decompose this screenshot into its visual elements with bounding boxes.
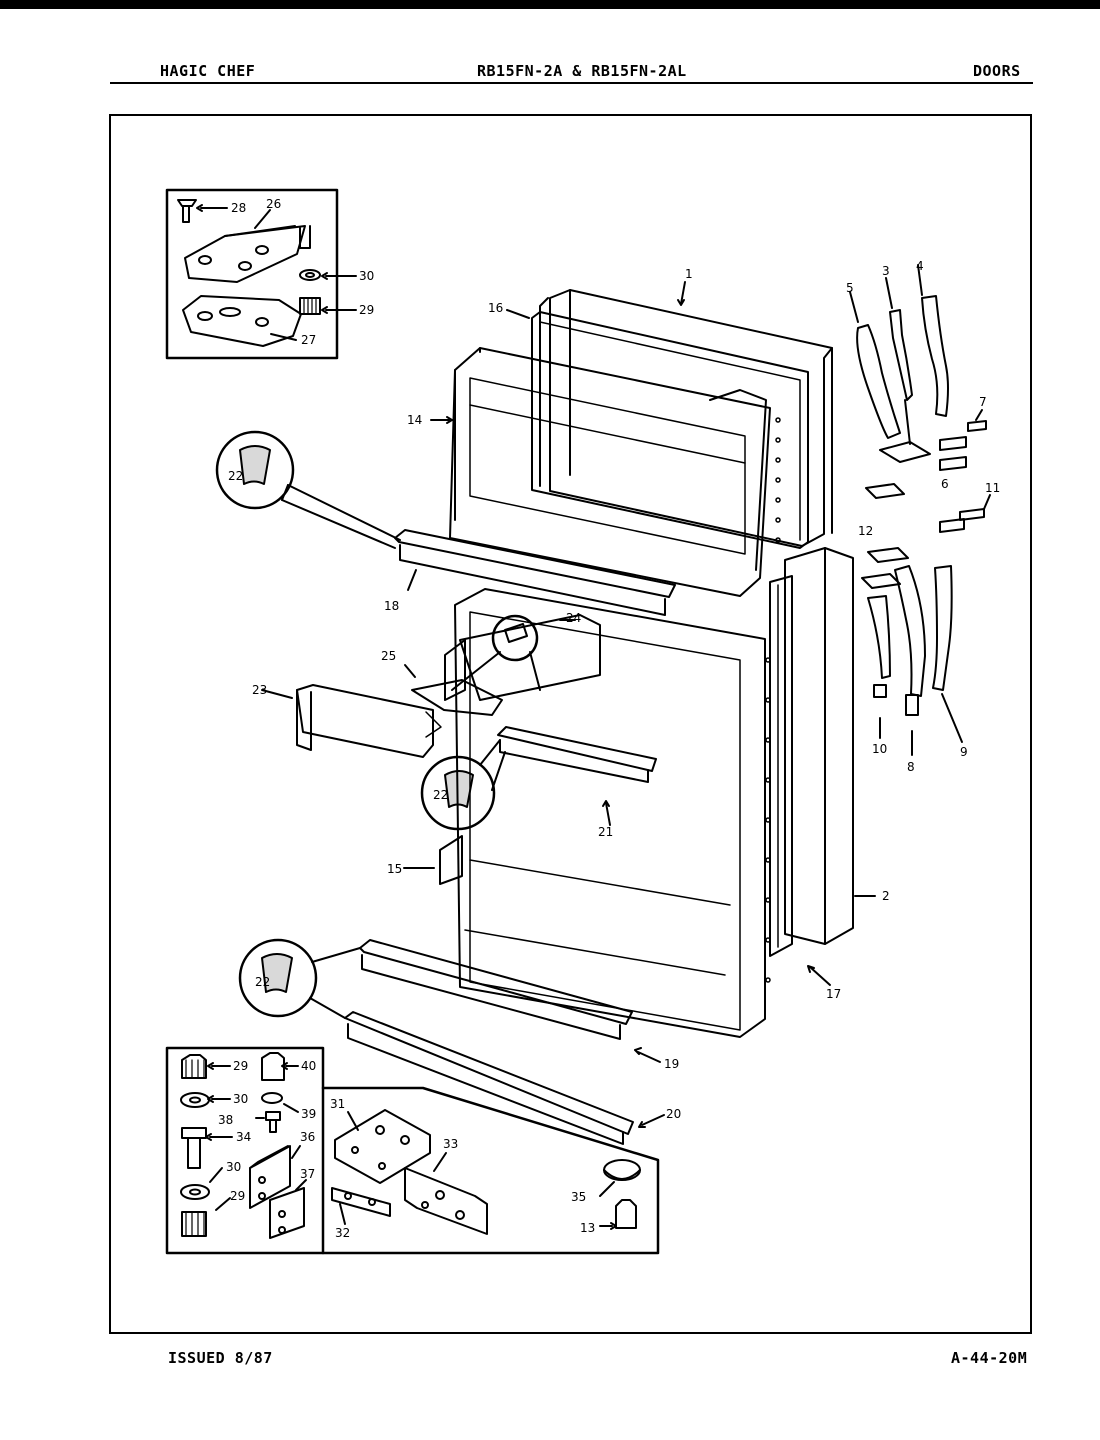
callout-4: 4 xyxy=(916,259,924,273)
callout-8: 8 xyxy=(907,760,915,774)
screw-shank xyxy=(182,205,190,223)
handle-parts xyxy=(849,264,991,756)
callout-9: 9 xyxy=(960,745,968,759)
callout-30-lower-top: 30 xyxy=(233,1092,248,1106)
callout-39: 39 xyxy=(301,1107,316,1121)
callout-32: 32 xyxy=(335,1226,350,1240)
model-numbers: RB15FN-2A & RB15FN-2AL xyxy=(477,62,687,80)
callout-29-lower-top: 29 xyxy=(233,1059,248,1073)
callout-22-middle: 22 xyxy=(433,788,448,802)
bracket-plate xyxy=(879,441,931,463)
callout-27: 27 xyxy=(301,333,316,347)
callout-30-lower-bottom: 30 xyxy=(226,1160,241,1174)
freezer-gasket xyxy=(531,311,809,549)
callout-19: 19 xyxy=(664,1057,679,1071)
hinge-plate xyxy=(184,225,306,283)
callout-24: 24 xyxy=(566,611,581,625)
bushing-part xyxy=(299,297,321,315)
callout-15: 15 xyxy=(387,862,402,876)
callout-14: 14 xyxy=(407,413,422,427)
callout-18: 18 xyxy=(384,599,399,613)
freezer-outer-door xyxy=(549,289,833,547)
trim-11 xyxy=(959,508,985,521)
handle-4 xyxy=(921,295,949,417)
page-code: A-44-20M xyxy=(951,1349,1028,1367)
trim-7 xyxy=(967,420,987,432)
trim-6a xyxy=(939,436,967,451)
detail-circle-22-middle xyxy=(420,739,506,831)
callout-26: 26 xyxy=(266,197,281,211)
callout-40: 40 xyxy=(301,1059,316,1073)
dairy-door xyxy=(411,679,503,716)
washer-part xyxy=(299,269,321,281)
screw-part xyxy=(177,199,197,207)
diagram-frame xyxy=(109,114,1032,1334)
trim-6b xyxy=(939,456,967,471)
handle-10 xyxy=(867,595,891,679)
callout-2: 2 xyxy=(882,889,890,903)
fresh-food-door xyxy=(403,547,876,1038)
callout-38: 38 xyxy=(218,1113,233,1127)
upper-hinge-inset xyxy=(165,188,357,360)
callout-22-lower: 22 xyxy=(255,975,270,989)
handle-bracket-8 xyxy=(894,565,926,697)
fresh-food-gasket xyxy=(769,575,793,957)
callout-25: 25 xyxy=(381,649,396,663)
callout-22-upper: 22 xyxy=(228,469,243,483)
brand-name: HAGIC CHEF xyxy=(160,62,256,80)
callout-33: 33 xyxy=(443,1137,458,1151)
callout-34: 34 xyxy=(236,1130,251,1144)
callout-1: 1 xyxy=(685,267,693,281)
callout-20: 20 xyxy=(666,1107,681,1121)
hinge-shim xyxy=(182,295,302,347)
door-shelf-bar xyxy=(497,726,657,772)
callout-29-lower-bottom: 29 xyxy=(230,1189,245,1203)
handle-bracket-3 xyxy=(889,309,913,401)
callout-29-upper: 29 xyxy=(359,303,374,317)
lower-shelf-bar-19 xyxy=(359,939,633,1025)
freezer-door-liner xyxy=(449,347,771,597)
callout-13: 13 xyxy=(580,1221,595,1235)
detail-circle-22-upper xyxy=(215,430,401,549)
callout-21: 21 xyxy=(598,825,613,839)
lower-hinge-inset xyxy=(165,1046,660,1255)
top-border-bar xyxy=(0,0,1100,9)
fresh-food-outer-door xyxy=(784,547,854,945)
callout-28: 28 xyxy=(231,201,246,215)
callout-6: 6 xyxy=(941,477,949,491)
callout-30-upper: 30 xyxy=(359,269,374,283)
callout-3: 3 xyxy=(882,264,890,278)
callout-labels: 1 2 3 4 5 6 7 8 9 10 11 12 13 14 15 16 1… xyxy=(218,197,1000,1240)
detail-circle-22-lower xyxy=(238,938,361,1019)
callout-7: 7 xyxy=(979,395,987,409)
fresh-food-door-liner xyxy=(454,588,766,1038)
door-bucket xyxy=(296,684,434,758)
callout-35: 35 xyxy=(571,1190,586,1204)
callout-5: 5 xyxy=(846,281,854,295)
section-title: DOORS xyxy=(973,62,1021,80)
callout-12: 12 xyxy=(858,524,873,538)
freezer-door xyxy=(394,281,833,616)
handle-9 xyxy=(932,565,953,691)
detail-circle-24 xyxy=(451,614,576,691)
issued-date: ISSUED 8/87 xyxy=(168,1349,273,1367)
hinge-pin-plate-12b xyxy=(861,573,901,589)
callout-11: 11 xyxy=(985,481,1000,495)
handle-5 xyxy=(856,324,901,439)
freezer-shelf-bar xyxy=(394,529,676,598)
callout-16: 16 xyxy=(488,301,503,315)
header-rule xyxy=(110,82,1033,84)
callout-23: 23 xyxy=(252,683,267,697)
callout-31: 31 xyxy=(330,1097,345,1111)
hinge-pin-plate-12a xyxy=(865,483,905,499)
callout-36: 36 xyxy=(300,1130,315,1144)
dairy-compartment xyxy=(459,614,601,701)
callout-10: 10 xyxy=(872,742,887,756)
callout-37: 37 xyxy=(300,1167,315,1181)
lower-shelf-bar-20 xyxy=(344,1011,634,1135)
callout-17: 17 xyxy=(826,987,841,1001)
